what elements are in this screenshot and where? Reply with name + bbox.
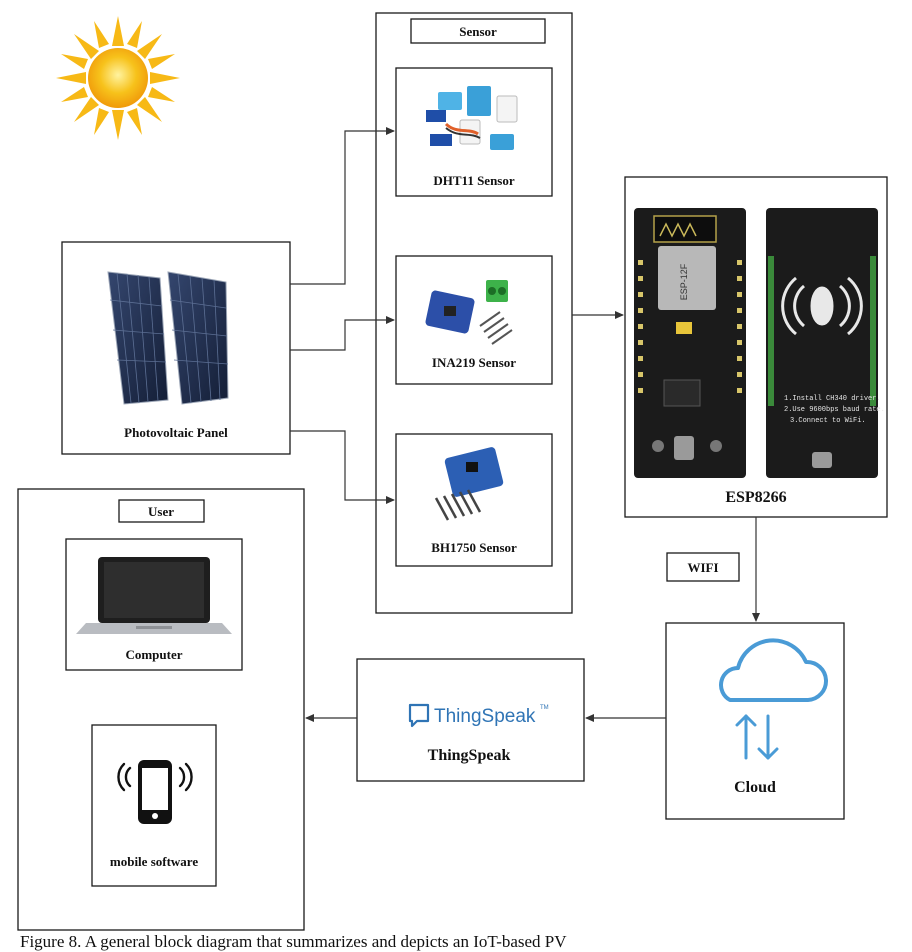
ina219-label: INA219 Sensor <box>432 355 516 370</box>
pv-panel-label: Photovoltaic Panel <box>124 425 228 440</box>
thingspeak-logo-text: ThingSpeak <box>434 706 536 727</box>
arrow-pv-to-bh1750 <box>290 430 395 504</box>
thingspeak-label: ThingSpeak <box>428 747 511 764</box>
sensor-group-title: Sensor <box>459 24 497 39</box>
esp-back-line-1: 1.Install CH340 driver. <box>784 395 881 403</box>
arrow-pv-to-ina219 <box>290 316 395 351</box>
wifi-icon <box>781 276 863 336</box>
mobile-label: mobile software <box>110 854 198 869</box>
thingspeak-tm: TM <box>540 705 549 711</box>
user-group-title: User <box>148 504 174 519</box>
solar-panel-image <box>107 271 229 405</box>
dht11-image <box>426 86 518 150</box>
user-title-box <box>118 499 205 523</box>
wifi-link-label: WIFI <box>687 560 718 575</box>
wifi-label-box <box>666 552 740 582</box>
esp8266-board-back: 1.Install CH340 driver. 2.Use 9600bps ba… <box>766 208 885 478</box>
sensor-title-box <box>410 18 546 44</box>
ina219-box <box>395 255 553 385</box>
laptop-icon <box>76 557 232 634</box>
bh1750-image <box>434 447 504 521</box>
esp-module-text: ESP-12F <box>679 263 689 300</box>
chat-bubble-icon <box>408 703 430 728</box>
thingspeak-logo: ThingSpeak TM <box>408 703 549 728</box>
esp8266-board-front: ESP-12F <box>634 208 746 478</box>
arrow-pv-to-dht11 <box>290 127 395 285</box>
smartphone-icon <box>117 760 193 824</box>
cloud-label: Cloud <box>734 779 776 796</box>
ina219-image <box>425 280 513 345</box>
esp-back-line-3: 3.Connect to WiFi. <box>790 417 866 425</box>
thingspeak-box <box>356 658 585 782</box>
sync-arrows-icon <box>735 714 779 760</box>
esp8266-label: ESP8266 <box>725 489 786 506</box>
computer-label: Computer <box>125 647 182 662</box>
bh1750-label: BH1750 Sensor <box>431 540 517 555</box>
cloud-box <box>665 622 845 820</box>
sun-icon <box>56 16 180 140</box>
figure-caption: Figure 8. A general block diagram that s… <box>20 932 567 951</box>
cloud-icon <box>719 638 829 702</box>
dht11-label: DHT11 Sensor <box>433 173 514 188</box>
esp-back-line-2: 2.Use 9600bps baud rate. <box>784 406 885 414</box>
